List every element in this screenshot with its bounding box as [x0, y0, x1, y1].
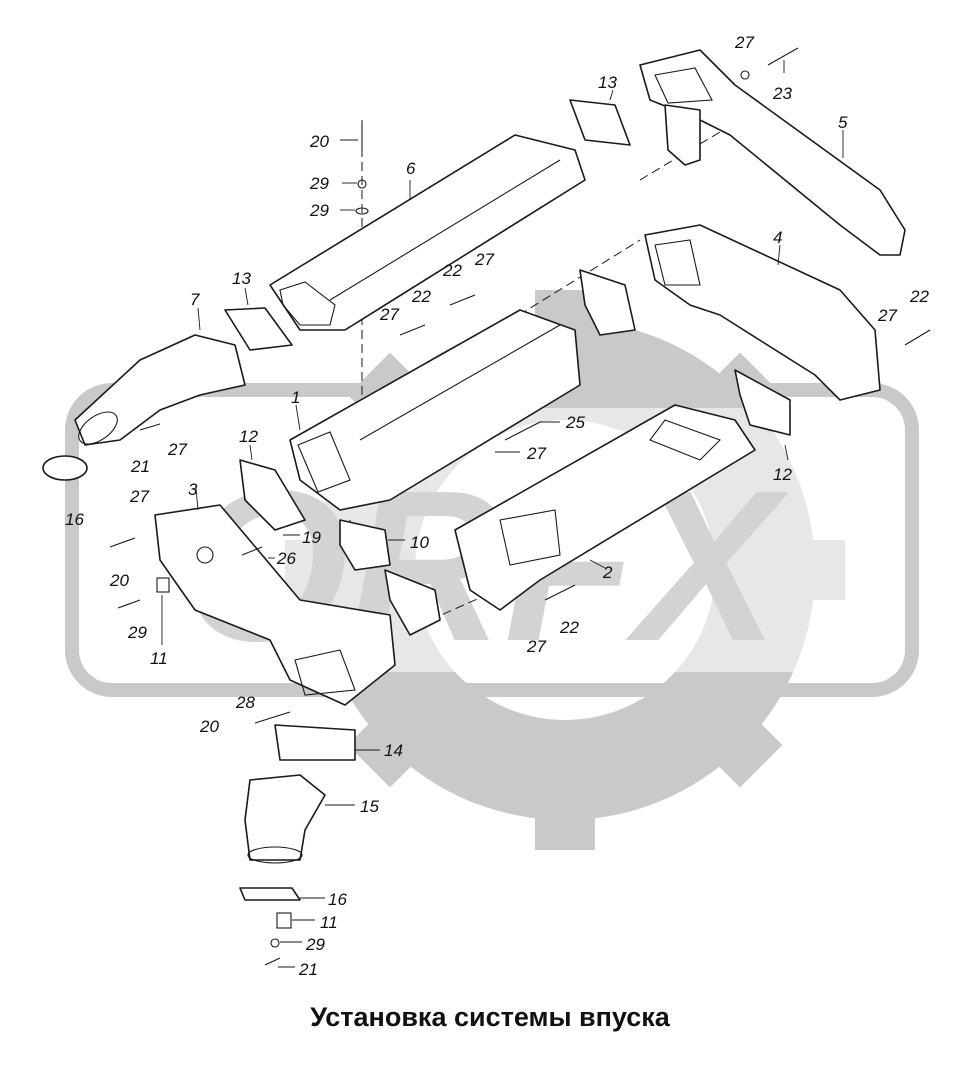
callout-10: 10	[410, 533, 429, 552]
bolt-22-mid	[399, 324, 426, 336]
gasket-right-upper	[579, 269, 636, 336]
callout-27-left: 27	[167, 440, 187, 459]
bolt-22-lower	[544, 584, 576, 601]
bolt-20-upper	[117, 599, 141, 609]
gasket-13-upper	[569, 99, 631, 146]
callout-21-lower: 21	[298, 960, 318, 979]
gasket-15	[274, 724, 356, 761]
callout-15: 14	[384, 741, 403, 760]
bolt-20-lower	[254, 711, 291, 724]
bolt-22-right	[904, 329, 931, 346]
part-7-elbow	[74, 334, 246, 446]
part-2-manifold	[454, 404, 756, 611]
callout-22-lower: 22	[559, 618, 579, 637]
callout-22-right: 22	[909, 287, 929, 306]
gasket-12-right	[734, 369, 791, 436]
callout-16-left: 16	[65, 510, 84, 529]
callout-6: 6	[406, 159, 416, 178]
parts	[42, 47, 931, 966]
washer-27-top	[740, 70, 750, 80]
gaskets	[42, 99, 791, 901]
fasteners	[109, 47, 931, 966]
part-1-manifold	[289, 309, 581, 511]
callout-16-lower: 16	[328, 890, 347, 909]
callout-23: 23	[772, 84, 792, 103]
callout-24: 20	[309, 132, 329, 151]
callout-22-upper: 22	[442, 261, 462, 280]
bolt-21-left	[139, 423, 161, 431]
bracket-11-left	[156, 577, 170, 593]
callout-27-top: 27	[734, 33, 754, 52]
gasket-16-left	[42, 455, 88, 481]
callout-20-bottom: 20	[199, 717, 219, 736]
callout-27-bottom: 28	[235, 693, 255, 712]
callout-27-lower-right: 27	[526, 637, 546, 656]
callout-3: 3	[188, 480, 198, 499]
callout-21-left: 21	[130, 457, 150, 476]
callout-12-left: 12	[239, 427, 258, 446]
washer-29-lower	[270, 938, 280, 948]
callout-28: 29	[309, 201, 329, 220]
bracket-11-lower	[276, 912, 292, 929]
bolt-25	[504, 421, 541, 441]
bolt-20-left	[109, 537, 136, 548]
callout-29-lower: 29	[305, 935, 325, 954]
callout-27-mid: 27	[379, 305, 399, 324]
callout-14: 15	[360, 797, 379, 816]
part-14-elbow	[244, 774, 326, 864]
callout-29-left: 29	[127, 623, 147, 642]
callout-12-right: 12	[773, 465, 792, 484]
washer-29	[357, 179, 367, 189]
callout-27-center: 27	[526, 444, 546, 463]
gasket-10	[339, 519, 391, 571]
callout-22-mid: 22	[411, 287, 431, 306]
washer-28	[355, 207, 369, 215]
bolt-21-lower	[264, 957, 281, 966]
callout-1: 1	[291, 388, 300, 407]
callout-26: 26	[276, 549, 296, 568]
callout-7: 7	[190, 290, 200, 309]
part-4-manifold	[644, 224, 881, 401]
callout-13-left: 13	[232, 269, 251, 288]
callouts: 20 29 29 6 13 27 23 5 4 22 27 22 27 13 7…	[65, 33, 929, 979]
callout-11-lower: 11	[320, 913, 338, 932]
leader-lines	[161, 60, 844, 968]
bolt-26	[241, 546, 263, 556]
callout-29: 29	[309, 174, 329, 193]
gasket-13-left	[224, 307, 293, 351]
gasket-mid	[384, 569, 441, 636]
callout-4: 4	[773, 228, 782, 247]
part-5-intake-pipe	[639, 49, 906, 256]
gasket-16-lower	[239, 887, 301, 901]
callout-27-upper: 27	[474, 250, 494, 269]
callout-5: 5	[838, 113, 848, 132]
callout-27-far-left: 27	[129, 487, 149, 506]
callout-11-left: 11	[150, 649, 168, 668]
callout-13-upper: 13	[598, 73, 617, 92]
callout-27-right: 27	[877, 306, 897, 325]
bolt-22-upper	[449, 294, 476, 306]
callout-25: 25	[565, 413, 585, 432]
part-6-intake-pipe	[269, 134, 586, 331]
part-3-manifold	[154, 504, 396, 706]
callout-2: 2	[602, 563, 613, 582]
callout-19: 19	[302, 528, 321, 547]
diagram-caption: Установка системы впуска	[310, 1002, 670, 1032]
gasket-12-left	[239, 459, 306, 531]
callout-20-left: 20	[109, 571, 129, 590]
bolt-23	[767, 47, 799, 66]
